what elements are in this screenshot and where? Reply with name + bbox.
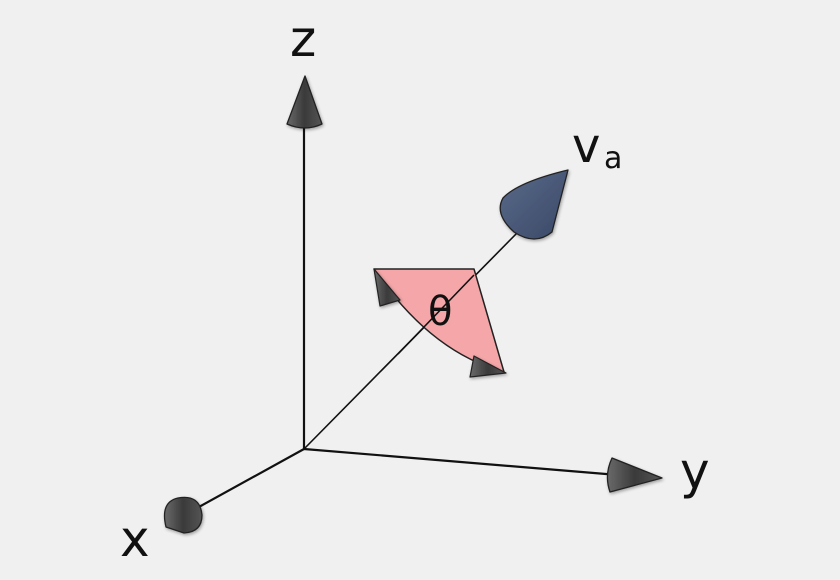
y-axis-label: y (680, 442, 710, 500)
x-axis-label: x (120, 510, 150, 568)
angle-theta-label: θ (428, 289, 452, 335)
z-axis-label: z (290, 10, 316, 68)
angle-arrowhead-bottom-icon (469, 355, 507, 378)
x-axis-line (186, 447, 306, 515)
vector-va-line-over-wedge (397, 274, 475, 355)
vector-va-arrowhead-icon (499, 169, 569, 240)
z-arrowhead-icon (286, 75, 323, 129)
angle-arrowhead-top-icon (373, 268, 401, 307)
y-axis-line (302, 447, 620, 477)
x-arrowhead-icon (163, 496, 203, 534)
y-arrowhead-icon (606, 457, 663, 493)
vector-va-subscript: a (604, 141, 622, 176)
vector-va-label: v (572, 118, 600, 174)
